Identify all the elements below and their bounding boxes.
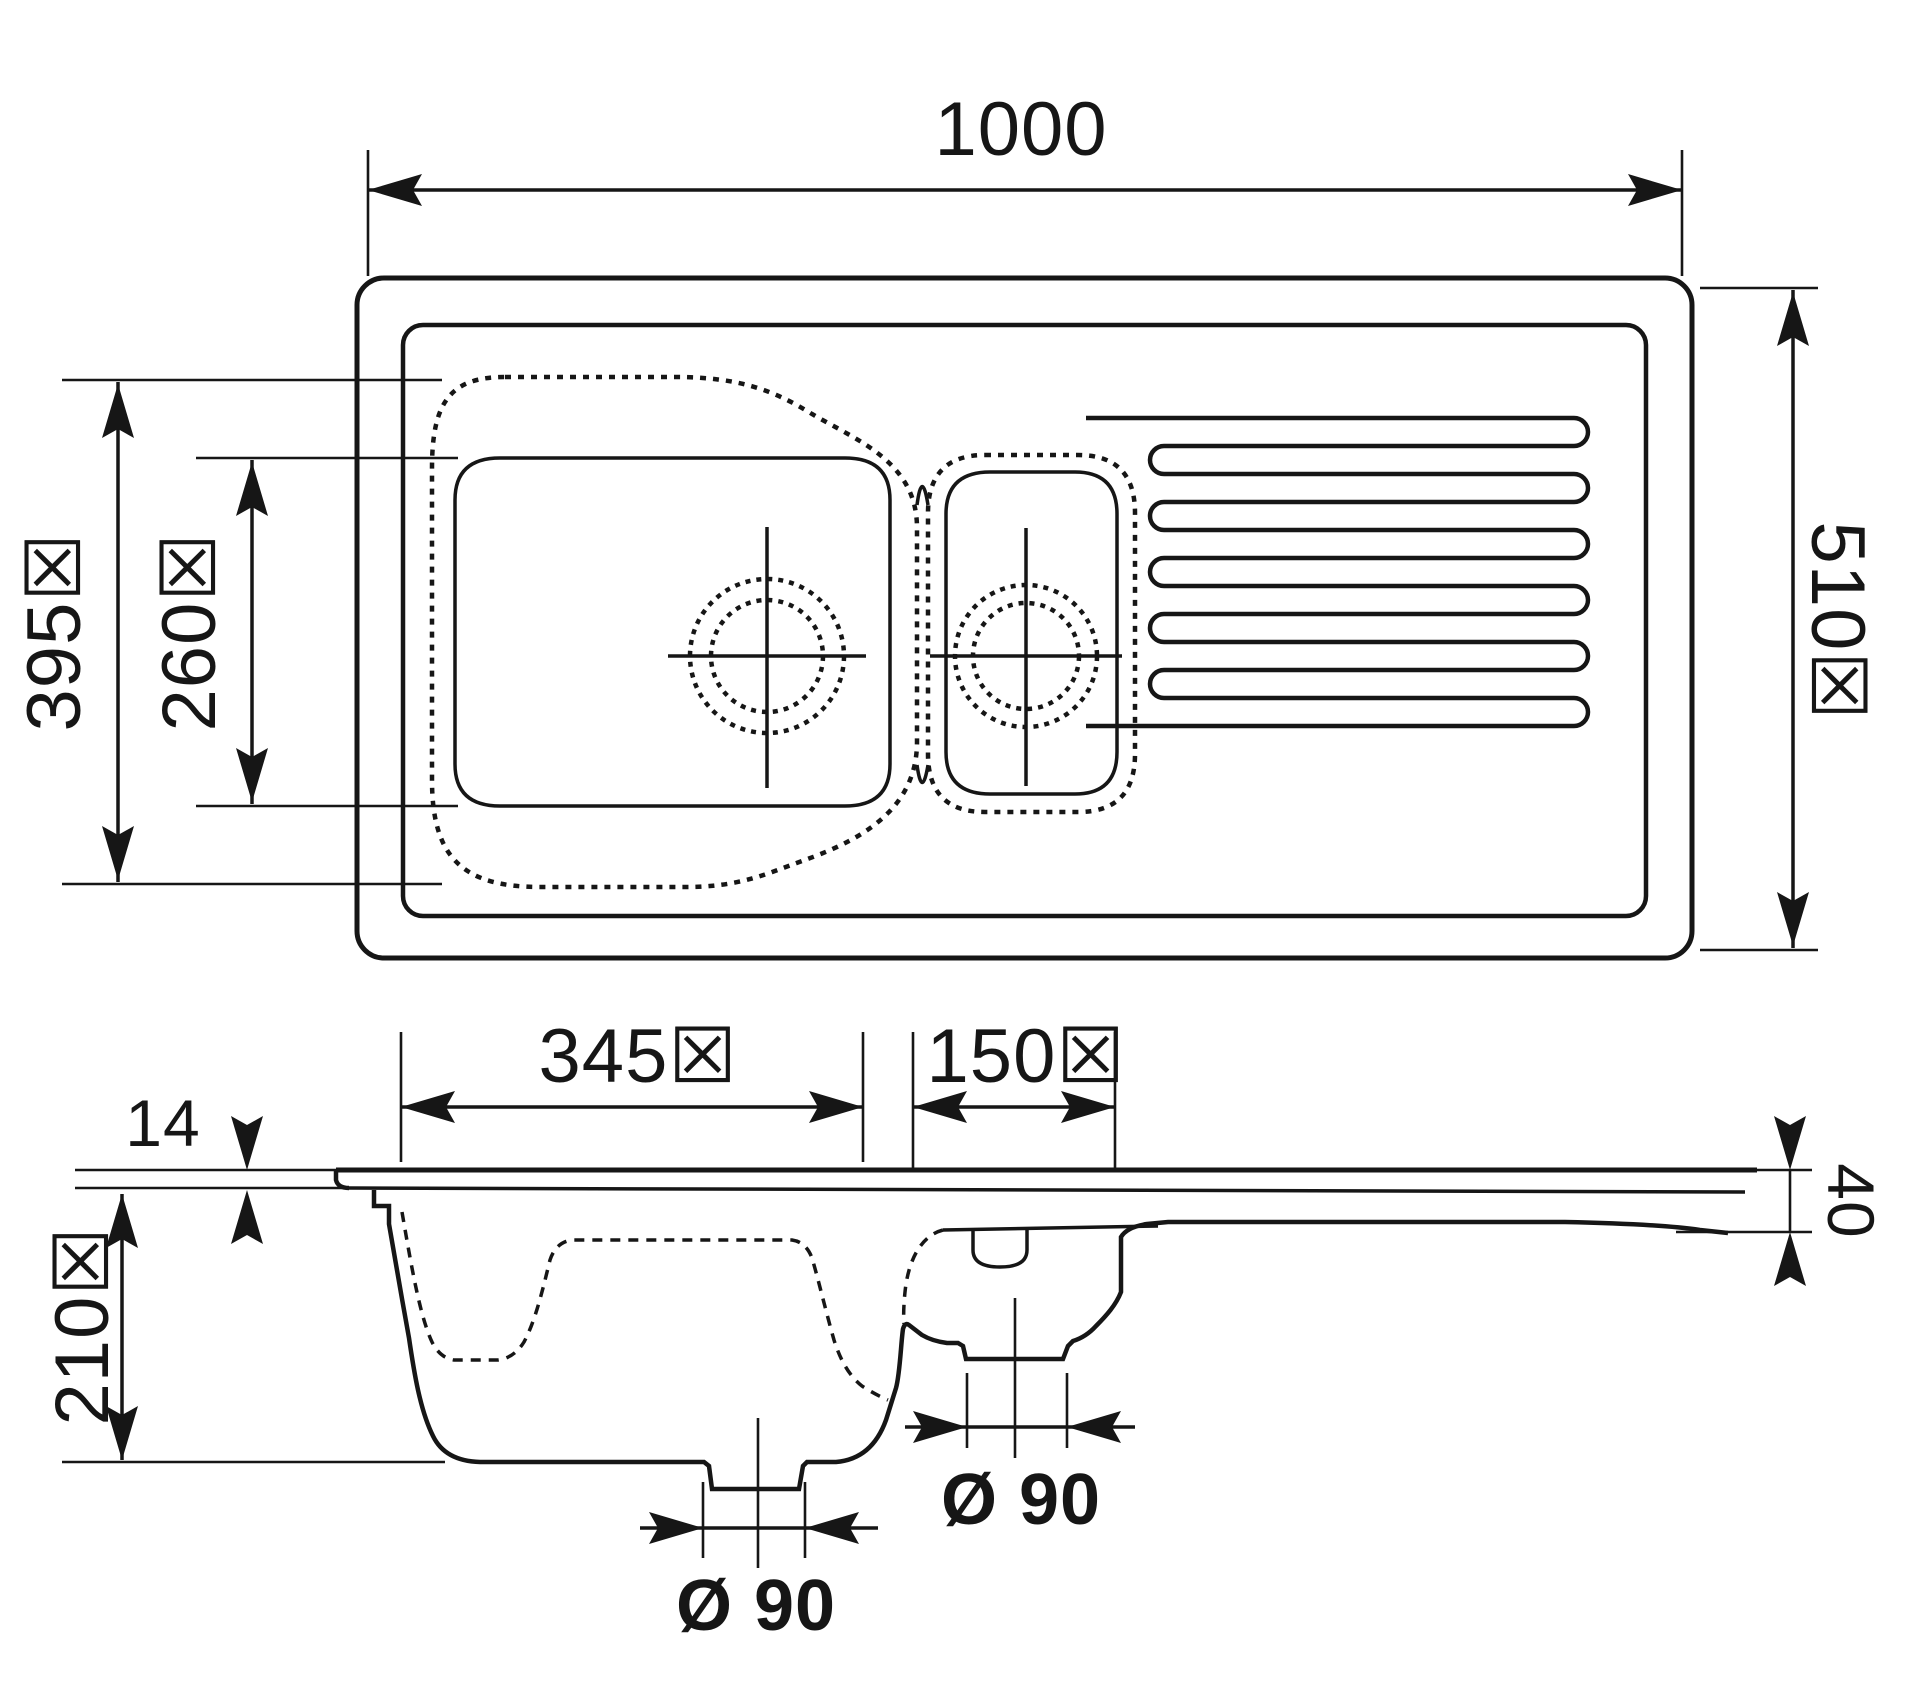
dim-label-overall-width: 1000	[934, 87, 1107, 172]
dim-label-small-bowl-bottom-width: 150☒	[927, 1014, 1126, 1099]
plan-small-drain	[930, 528, 1122, 786]
plan-bowl-neck-cusp-bottom	[915, 764, 930, 785]
plan-main-bowl-outer	[429, 374, 920, 890]
dim-rim-thickness: 14	[125, 1086, 263, 1244]
dim-label-main-drain-diameter: Ø 90	[676, 1566, 836, 1646]
plan-sink-inner-rim	[400, 322, 1649, 919]
section-small-bowl-overflow-notch	[971, 1230, 1029, 1269]
dim-overall-width: 1000	[366, 87, 1684, 276]
dim-bowl-outer-length: 395☒	[12, 378, 442, 886]
dim-small-drain-diameter: Ø 90	[905, 1298, 1135, 1540]
plan-sink-outer-edge	[354, 275, 1695, 961]
plan-drainer-grooves	[1086, 415, 1591, 729]
section-view: 345☒ 150☒ 14 210☒	[40, 1014, 1888, 1646]
dim-small-bowl-bottom-width: 150☒	[911, 1014, 1126, 1170]
dim-overall-depth: 510☒	[1700, 286, 1880, 952]
dim-bowl-inner-length: 260☒	[147, 456, 458, 808]
dim-main-drain-diameter: Ø 90	[640, 1418, 878, 1646]
dim-label-overall-depth: 510☒	[1795, 522, 1880, 721]
plan-main-drain	[668, 527, 866, 788]
dim-label-main-bowl-bottom-width: 345☒	[539, 1014, 738, 1099]
dim-label-bowl-outer-length: 395☒	[12, 533, 97, 732]
dim-label-bowl-inner-length: 260☒	[147, 533, 232, 732]
dim-edge-height: 40	[1676, 1116, 1888, 1286]
section-bowls-profile	[371, 1190, 1729, 1492]
plan-view: 1000 510☒ 395☒ 260☒	[12, 87, 1880, 961]
section-small-bowl-hidden-shoulder	[901, 1228, 944, 1325]
plan-bowl-neck-cusp-top	[915, 484, 930, 506]
dim-label-edge-height: 40	[1814, 1163, 1888, 1238]
section-rim-left-step	[333, 1170, 350, 1191]
plan-small-bowl-outer	[925, 452, 1138, 815]
dim-label-rim-thickness: 14	[125, 1086, 200, 1160]
dim-label-small-drain-diameter: Ø 90	[941, 1460, 1101, 1540]
dim-label-bowl-depth: 210☒	[40, 1227, 125, 1426]
plan-small-bowl-inner	[944, 470, 1119, 796]
plan-main-bowl-inner	[453, 456, 892, 808]
section-small-bowl-mouth-line	[942, 1224, 1159, 1232]
dim-main-bowl-bottom-width: 345☒	[399, 1014, 865, 1162]
section-rim-under-line	[348, 1186, 1746, 1194]
dim-bowl-depth: 210☒	[40, 1194, 445, 1464]
section-main-bowl-hidden-line	[400, 1211, 889, 1402]
